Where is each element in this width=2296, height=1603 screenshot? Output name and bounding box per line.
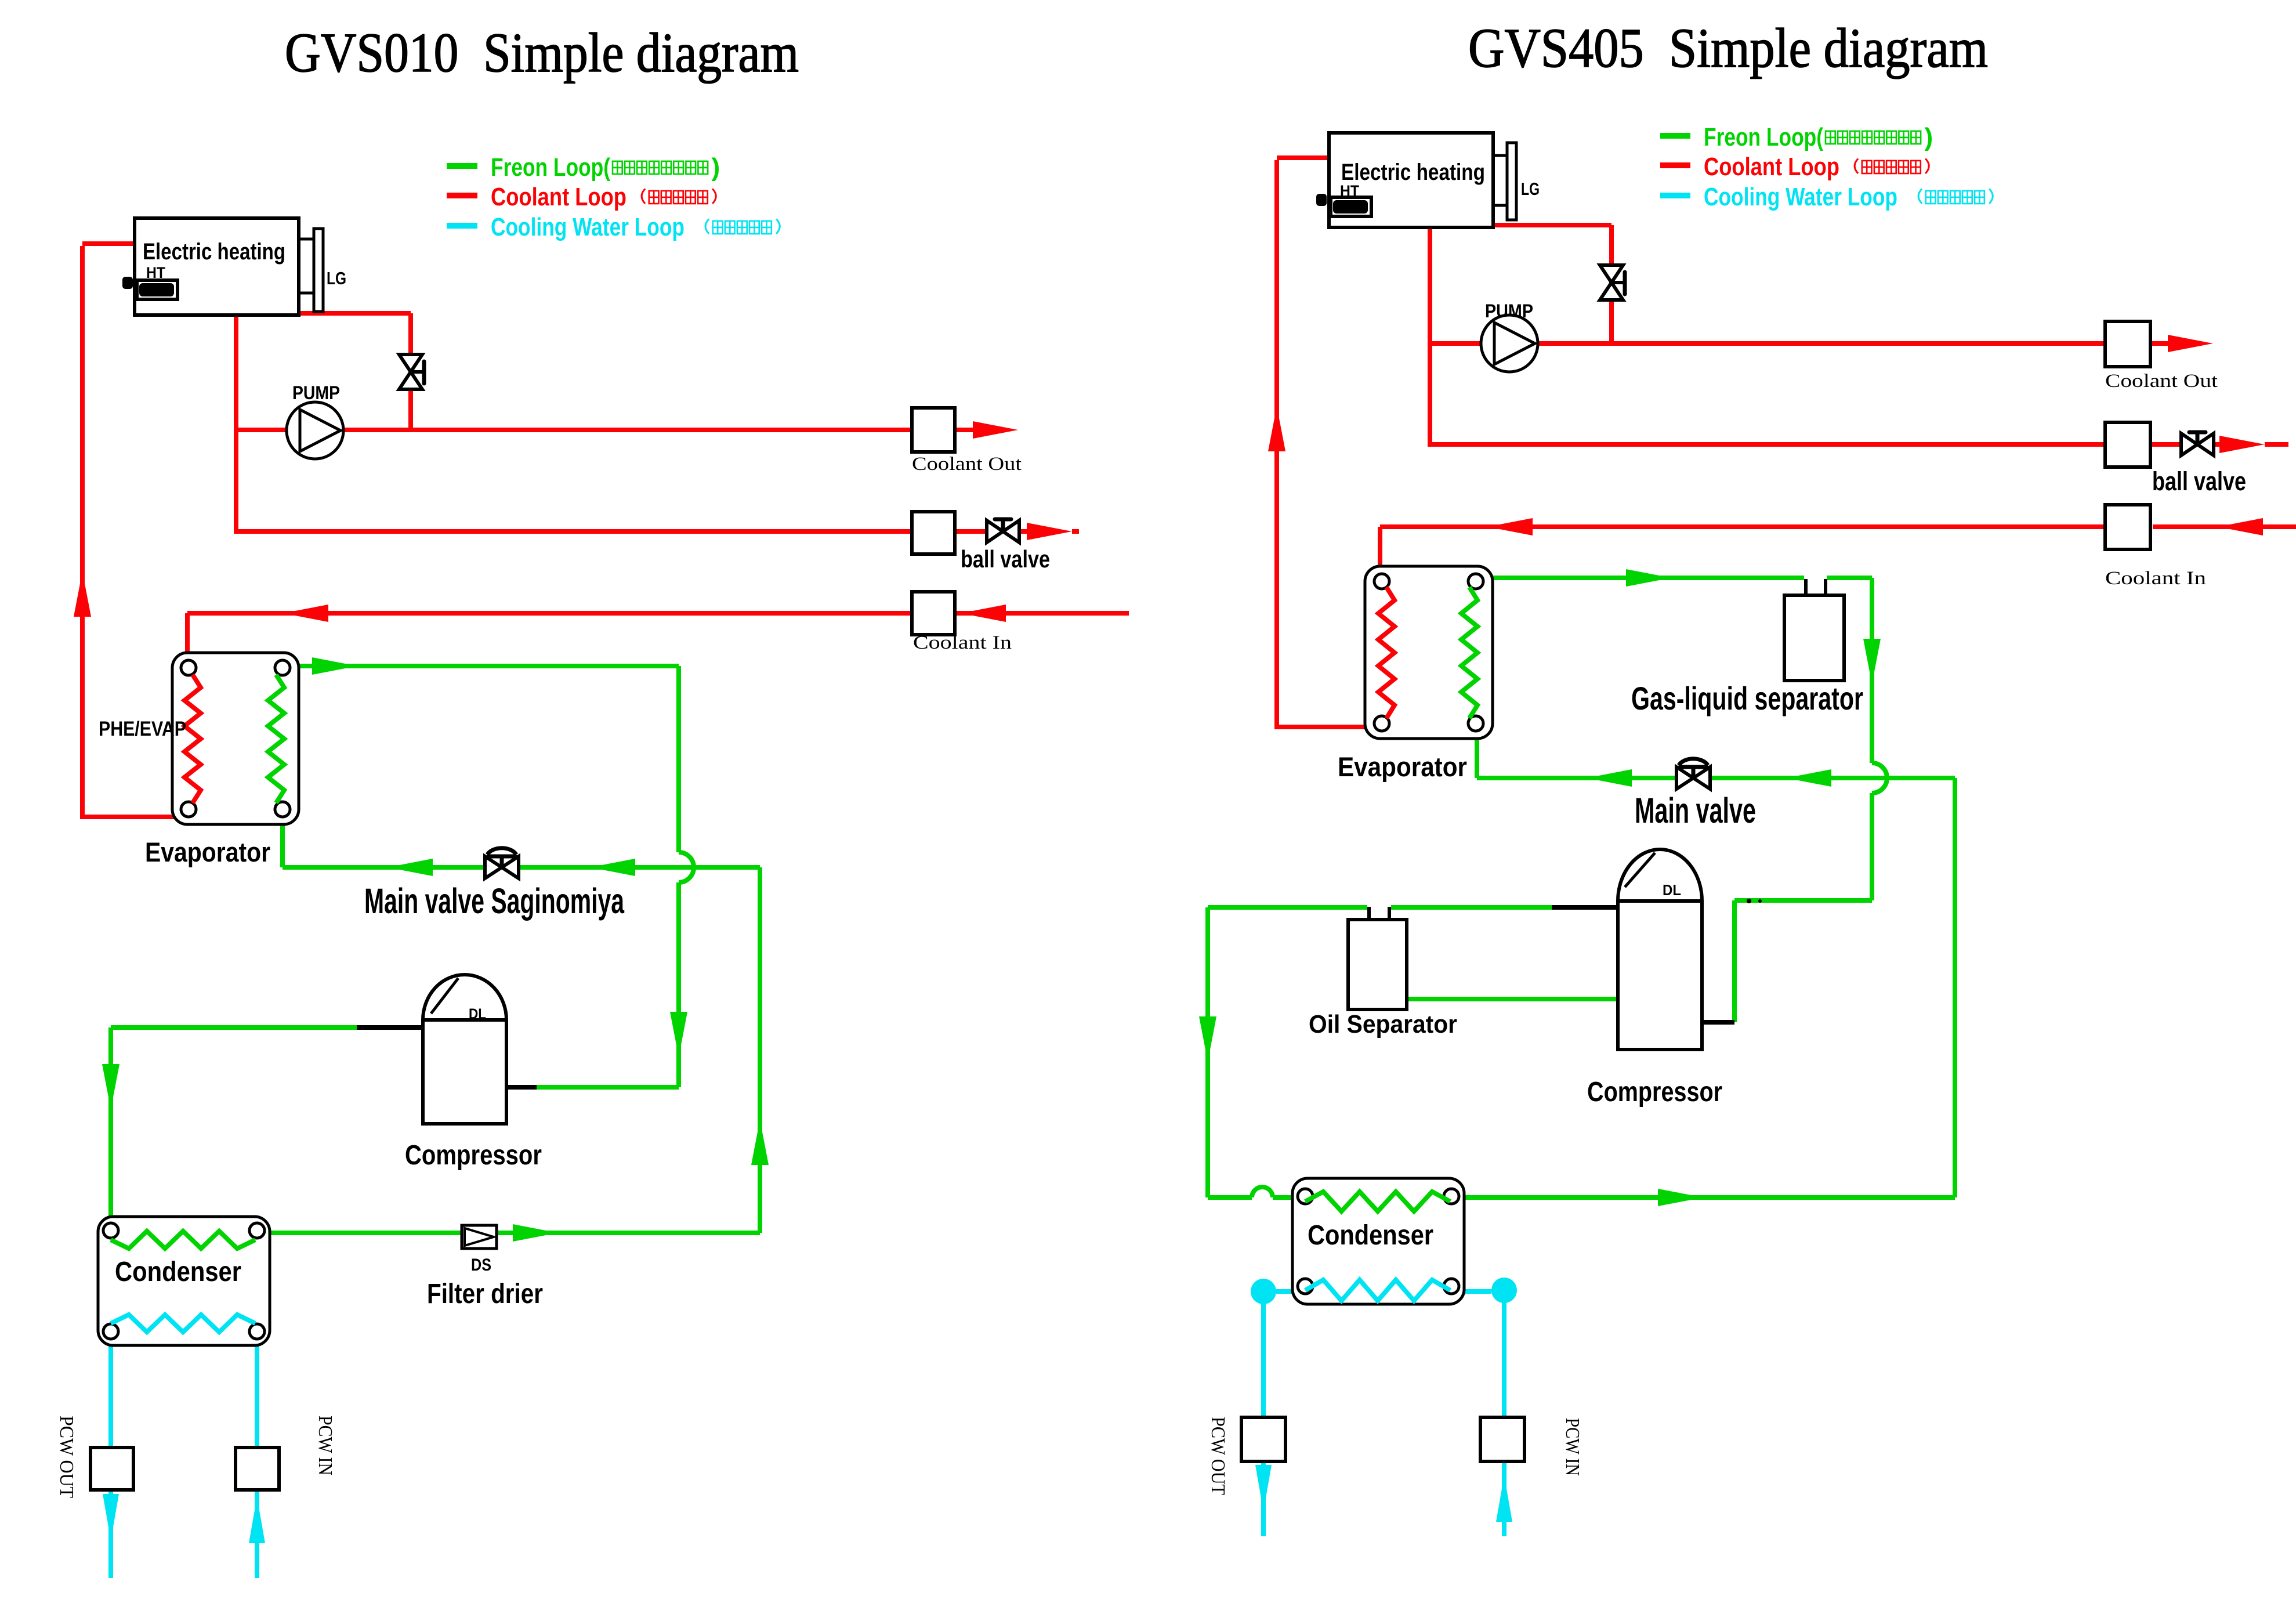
svg-text:): ): [1924, 123, 1933, 151]
svg-text:Evaporator: Evaporator: [145, 837, 270, 867]
svg-text:): ): [711, 153, 720, 182]
svg-text:GVS010 Simple diagram: GVS010 Simple diagram: [285, 21, 799, 84]
svg-text:Filter drier: Filter drier: [427, 1279, 543, 1309]
svg-text:Coolant In: Coolant In: [2105, 568, 2206, 589]
svg-text:DS: DS: [471, 1255, 491, 1275]
svg-text:PCW IN: PCW IN: [1562, 1418, 1583, 1476]
svg-text:Freon Loop(: Freon Loop(: [491, 153, 610, 182]
svg-text:PCW OUT: PCW OUT: [56, 1416, 77, 1498]
svg-text:Compressor: Compressor: [1587, 1077, 1722, 1108]
svg-text:Condenser: Condenser: [1308, 1220, 1433, 1251]
svg-text:GVS405 Simple diagram: GVS405 Simple diagram: [1468, 17, 1988, 79]
svg-text:Coolant Out: Coolant Out: [912, 454, 1022, 475]
svg-text:PCW OUT: PCW OUT: [1207, 1417, 1229, 1495]
svg-text:DL: DL: [1663, 881, 1681, 899]
svg-text:Evaporator: Evaporator: [1338, 751, 1467, 782]
svg-text:Compressor: Compressor: [405, 1140, 542, 1171]
svg-text:Oil Separator: Oil Separator: [1309, 1010, 1457, 1038]
svg-text:Coolant Loop: Coolant Loop: [491, 183, 626, 211]
svg-text:Cooling Water Loop: Cooling Water Loop: [1704, 183, 1897, 211]
svg-text:ball valve: ball valve: [2152, 466, 2246, 496]
svg-text:PUMP: PUMP: [292, 382, 340, 403]
svg-text:Electric heating: Electric heating: [143, 239, 285, 265]
svg-text:Gas-liquid separator: Gas-liquid separator: [1631, 680, 1863, 717]
svg-text:LG: LG: [327, 268, 346, 288]
svg-text:Cooling Water Loop: Cooling Water Loop: [491, 213, 685, 241]
svg-text:PHE/EVAP: PHE/EVAP: [99, 718, 186, 740]
svg-text:Electric heating: Electric heating: [1341, 160, 1485, 185]
svg-text:LG: LG: [1521, 179, 1540, 199]
svg-text:Coolant Out: Coolant Out: [2105, 371, 2218, 392]
svg-text:Condenser: Condenser: [115, 1257, 241, 1287]
svg-text:Coolant In: Coolant In: [913, 632, 1012, 653]
svg-text:Main valve Saginomiya: Main valve Saginomiya: [364, 881, 625, 921]
svg-text:ball valve: ball valve: [961, 545, 1050, 573]
svg-text:DL: DL: [469, 1006, 486, 1022]
svg-text:Freon Loop(: Freon Loop(: [1704, 123, 1823, 151]
svg-text:Main valve: Main valve: [1635, 791, 1756, 830]
svg-text:PCW IN: PCW IN: [314, 1416, 336, 1475]
svg-text:Coolant Loop: Coolant Loop: [1704, 153, 1839, 181]
